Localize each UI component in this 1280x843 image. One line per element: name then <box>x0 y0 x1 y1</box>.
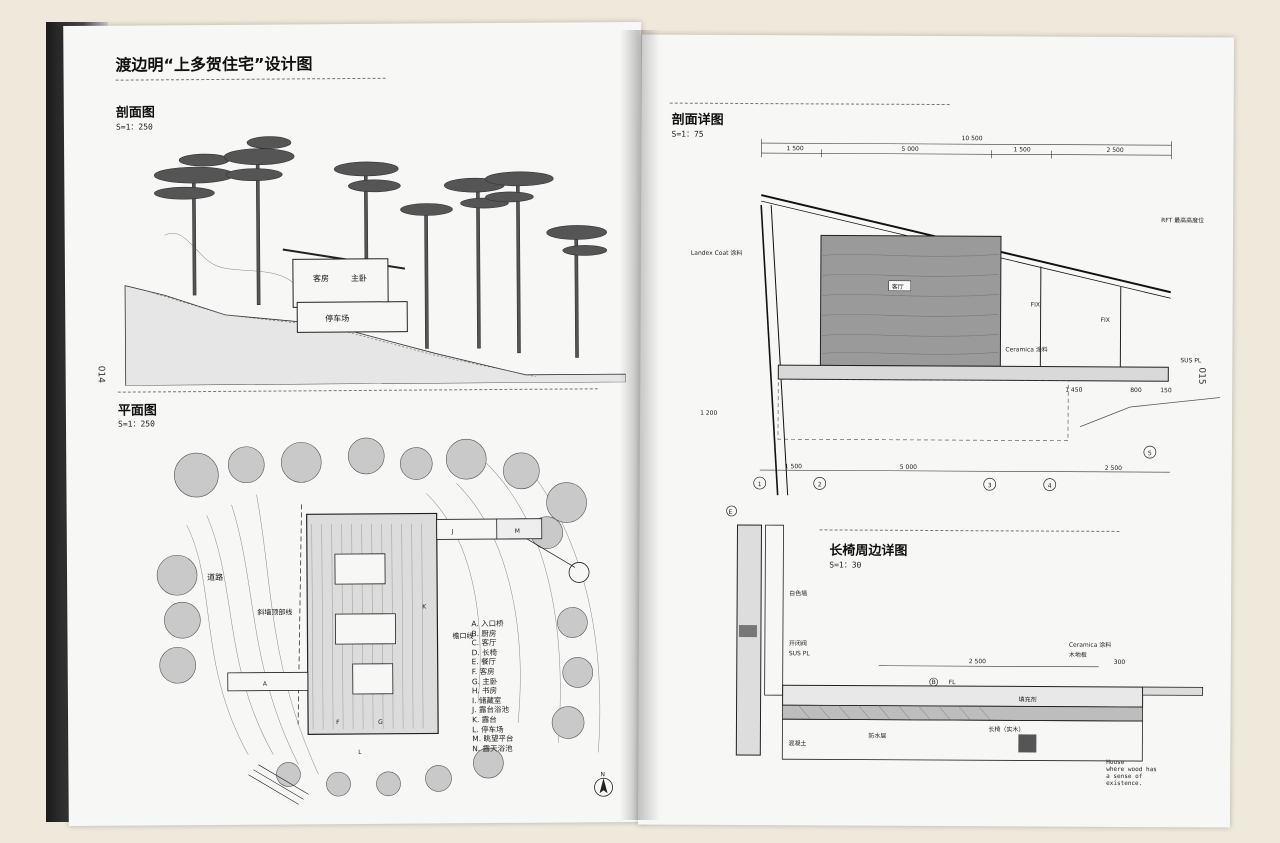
sus-pl-label: SUS PL <box>1180 357 1202 364</box>
top-divider <box>669 102 950 106</box>
filler-label: 填充剂 <box>1019 695 1037 703</box>
dim-top-4: 2 500 <box>1106 147 1123 154</box>
svg-text:G: G <box>378 719 383 726</box>
svg-text:J: J <box>451 528 454 535</box>
fix-label-2: FIX <box>1101 317 1110 324</box>
section-drawing: 客房 主卧 停车场 <box>124 136 626 386</box>
concrete-label: 混凝土 <box>788 739 806 747</box>
dim-top-1: 1 500 <box>786 145 803 152</box>
slope-line-label: 斜墙顶部线 <box>257 607 292 616</box>
guest-room-label: 客房 <box>313 273 329 283</box>
plan-legend: A. 入口桥 B. 厨房 C. 客厅 D. 长椅 E. 餐厅 F. 客房 G. … <box>471 619 513 754</box>
ceramica-label: Ceramica 涂料 <box>1005 345 1047 353</box>
bench-detail-drawing: E 2 500 300 FL 开闭阀 SUS PL 白色墙 防水层 填充剂 长椅… <box>726 505 1204 762</box>
legend-item: L. 停车场 <box>472 724 504 734</box>
section-divider <box>117 388 598 393</box>
grid-1: 1 <box>758 481 762 488</box>
dim-1200: 1 200 <box>700 410 717 417</box>
fix-label-1: FIX <box>1031 301 1040 308</box>
right-page: 剖面详图 S=1：75 10 500 1 500 5 000 1 500 2 5… <box>637 34 1235 828</box>
caption-line: existence. <box>1106 779 1143 788</box>
valve-label: 开闭阀 <box>789 639 807 647</box>
section-detail-drawing: 10 500 1 500 5 000 1 500 2 500 客厅 FIX FI… <box>691 135 1221 496</box>
grid-2: 2 <box>818 481 822 488</box>
bench-sus-pl-label: SUS PL <box>789 650 811 657</box>
white-wall-label: 白色墙 <box>789 589 807 597</box>
page-number-left: 014 <box>95 365 106 383</box>
svg-text:M: M <box>515 528 520 535</box>
grid-4: 4 <box>1048 483 1052 490</box>
bench-dim-2500: 2 500 <box>969 658 986 665</box>
dim-bottom-1: 1 500 <box>785 463 802 470</box>
dim-top-2: 5 000 <box>901 146 918 153</box>
page-heading: 渡边明“上多贺住宅”设计图 <box>115 54 313 75</box>
page-number-right: 015 <box>1196 367 1207 385</box>
rft-label: RFT 最高高度位 <box>1161 216 1204 224</box>
legend-item: J. 露台浴池 <box>471 705 510 715</box>
dim-total: 10 500 <box>962 135 983 142</box>
wood-floor-label: 木地板 <box>1069 651 1087 659</box>
left-page: 渡边明“上多贺住宅”设计图 剖面图 S=1：250 客房 <box>63 21 647 827</box>
parking-label: 停车场 <box>325 313 349 323</box>
svg-text:L: L <box>358 749 362 756</box>
svg-text:A: A <box>263 681 268 688</box>
page-caption: House where wood has a sense of existenc… <box>1106 759 1157 787</box>
dim-1450: 1 450 <box>1065 387 1082 394</box>
dim-bottom-3: 2 500 <box>1105 465 1122 472</box>
plan-drawing: A M F G K L J N 道路 斜墙顶部线 檐口线 <box>156 437 613 805</box>
dim-top-3: 1 500 <box>1013 146 1030 153</box>
legend-item: H. 书房 <box>471 686 498 696</box>
bench-wood-label: 长椅（实木） <box>988 725 1024 733</box>
landex-label: Landex Coat 涂料 <box>691 249 743 257</box>
legend-item: F. 客房 <box>471 667 495 677</box>
legend-item: K. 露台 <box>472 714 497 725</box>
legend-item: C. 客厅 <box>471 638 497 648</box>
legend-item: M. 眺望平台 <box>472 734 514 744</box>
dim-800: 800 <box>1130 387 1142 394</box>
svg-text:N: N <box>600 771 605 778</box>
master-bedroom-label: 主卧 <box>351 273 367 283</box>
legend-item: D. 长椅 <box>471 647 498 657</box>
plan-title: 平面图 <box>117 403 157 419</box>
heading-divider <box>115 77 386 81</box>
legend-item: N. 露天浴池 <box>472 743 513 753</box>
bench-dim-300: 300 <box>1114 659 1126 666</box>
legend-item: G. 主卧 <box>471 676 498 686</box>
legend-item: B. 厨房 <box>471 628 497 638</box>
legend-item: A. 入口桥 <box>471 618 504 629</box>
grid-e: E <box>729 509 733 516</box>
grid-3: 3 <box>988 482 992 489</box>
road-label: 道路 <box>207 572 223 582</box>
dim-bottom-2: 5 000 <box>900 464 917 471</box>
fl-label: FL <box>949 679 956 686</box>
grid-5: 5 <box>1148 450 1152 457</box>
legend-item: E. 餐厅 <box>471 657 497 667</box>
svg-text:F: F <box>336 719 340 726</box>
dim-150: 150 <box>1160 387 1172 394</box>
book-gutter <box>620 30 660 820</box>
svg-text:K: K <box>422 603 427 610</box>
marker-b: B <box>932 679 936 686</box>
bench-ceramica-label: Ceramica 涂料 <box>1069 641 1111 649</box>
eave-line-label: 檐口线 <box>452 631 473 640</box>
waterproof-label: 防水层 <box>868 732 886 740</box>
living-room-label: 客厅 <box>892 283 904 291</box>
